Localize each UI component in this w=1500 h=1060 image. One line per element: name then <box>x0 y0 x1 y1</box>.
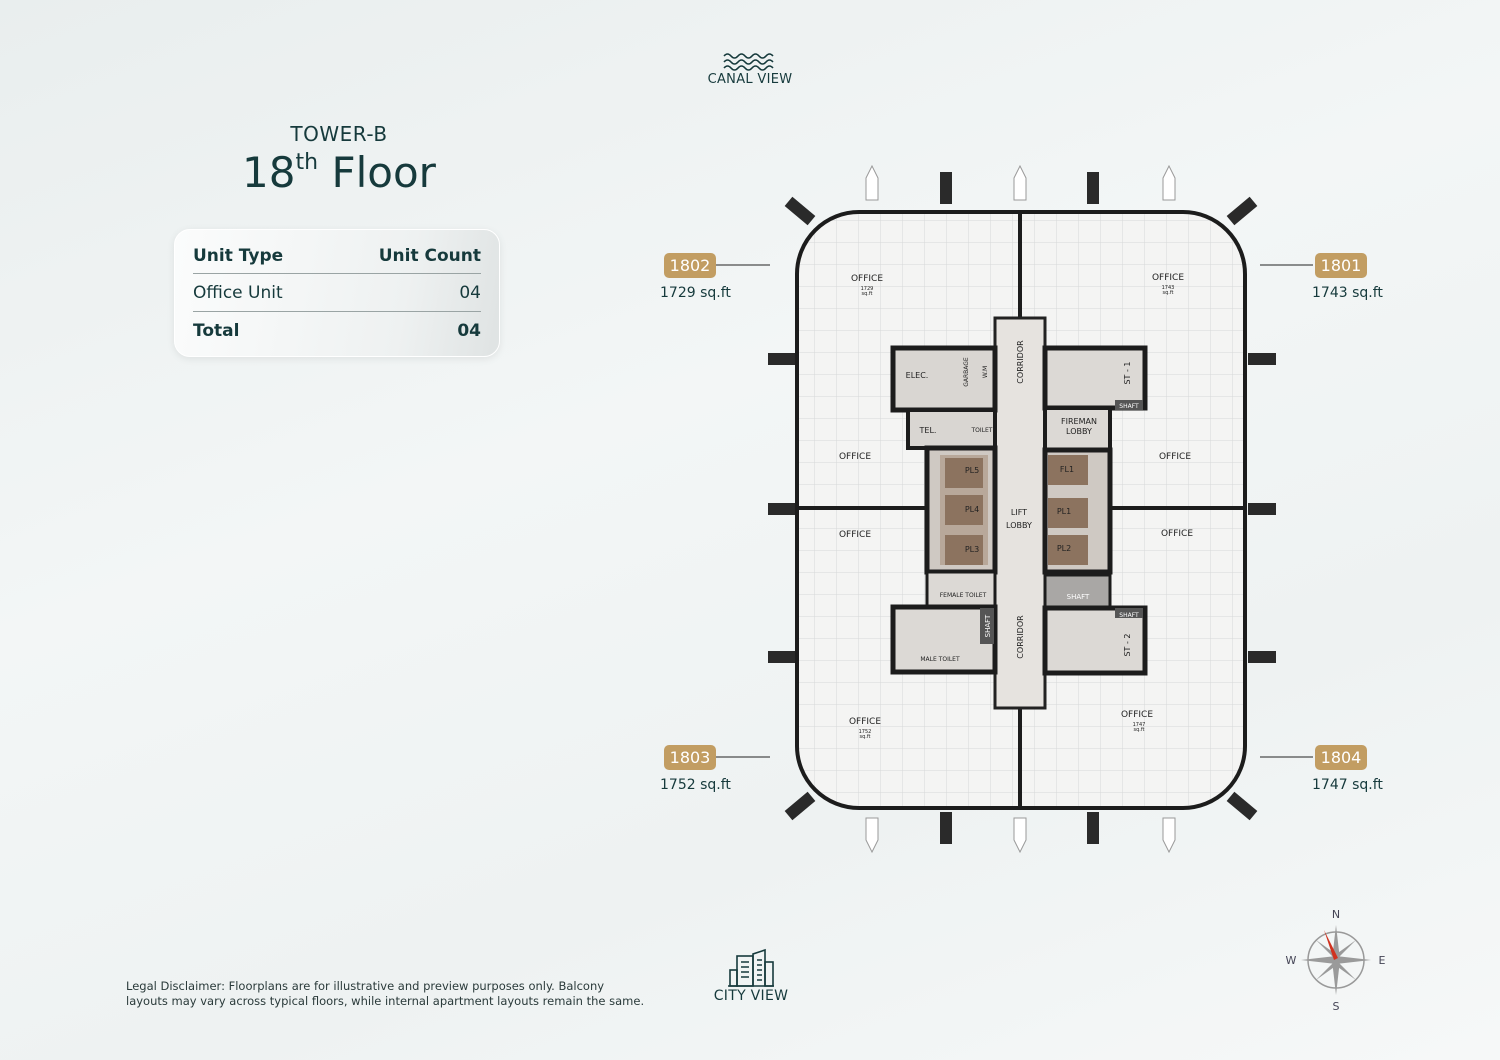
unit-area: 1747 sq.ft <box>1312 777 1383 793</box>
unit-area: 1752 sq.ft <box>660 777 731 793</box>
partition-walls <box>797 212 1245 808</box>
office-label: OFFICE <box>849 717 881 727</box>
svg-text:sq.ft: sq.ft <box>1133 727 1144 733</box>
room-shaft: SHAFT <box>984 614 992 637</box>
svg-text:sq.ft: sq.ft <box>859 734 870 740</box>
unit-area: 1729 sq.ft <box>660 285 731 301</box>
room-stair-1: ST - 1 <box>1123 361 1132 384</box>
compass-n: N <box>1332 908 1340 921</box>
buildings-icon <box>728 948 774 987</box>
tower-name: TOWER-B <box>290 122 388 146</box>
svg-text:LOBBY: LOBBY <box>1066 427 1092 436</box>
room-toilet: TOILET <box>971 427 993 434</box>
table-row: Office Unit 04 <box>193 274 481 312</box>
lift-pl3: PL3 <box>965 545 979 554</box>
city-view-label: CITY VIEW <box>713 988 789 1004</box>
lift-pl1: PL1 <box>1057 507 1071 516</box>
unit-badge: 1801 <box>1315 253 1367 278</box>
room-garbage: GARBAGE <box>963 357 970 387</box>
svg-text:sq.ft: sq.ft <box>1162 290 1173 296</box>
office-label: OFFICE <box>1159 452 1191 462</box>
unit-type: Office Unit <box>193 282 283 303</box>
svg-text:1752: 1752 <box>859 729 872 735</box>
city-view-marker: CITY VIEW <box>700 948 802 1004</box>
svg-text:1729: 1729 <box>861 286 874 292</box>
room-corridor: CORRIDOR <box>1016 340 1025 384</box>
compass-rose-icon: N S E W <box>1286 908 1386 1013</box>
legal-disclaimer: Legal Disclaimer: Floorplans are for ill… <box>126 979 645 1008</box>
table-total-row: Total 04 <box>193 312 481 350</box>
room-shaft: SHAFT <box>1119 403 1139 410</box>
unit-1803[interactable]: 1803 <box>664 745 716 770</box>
room-female-toilet: FEMALE TOILET <box>940 592 987 599</box>
table-header: Unit Type Unit Count <box>193 246 481 274</box>
office-label: OFFICE <box>839 452 871 462</box>
room-tel: TEL. <box>919 426 937 435</box>
room-male-toilet: MALE TOILET <box>920 656 960 663</box>
unit-badge: 1802 <box>664 253 716 278</box>
header-unit-count: Unit Count <box>378 246 481 266</box>
floor-number: 18 <box>242 148 296 197</box>
unit-1801[interactable]: 1801 <box>1315 253 1367 278</box>
unit-badge: 1803 <box>664 745 716 770</box>
header-unit-type: Unit Type <box>193 246 284 266</box>
office-label: OFFICE <box>851 274 883 284</box>
lift-pl5: PL5 <box>965 466 979 475</box>
svg-text:sq.ft: sq.ft <box>861 291 872 297</box>
office-label: OFFICE <box>1152 273 1184 283</box>
unit-count: 04 <box>459 282 481 303</box>
office-label: OFFICE <box>839 530 871 540</box>
office-label: OFFICE <box>1161 529 1193 539</box>
svg-text:LOBBY: LOBBY <box>1006 521 1032 530</box>
floor-word: Floor <box>331 148 436 197</box>
floor-suffix: th <box>295 150 319 175</box>
unit-summary-table: Unit Type Unit Count Office Unit 04 Total 0… <box>174 229 500 357</box>
lift-pl4: PL4 <box>965 505 979 514</box>
lift-fl1: FL1 <box>1060 465 1074 474</box>
room-shaft: SHAFT <box>1119 612 1139 619</box>
unit-area: 1743 sq.ft <box>1312 285 1383 301</box>
unit-1802[interactable]: 1802 <box>664 253 716 278</box>
total-label: Total <box>193 321 240 341</box>
room-corridor: CORRIDOR <box>1016 615 1025 659</box>
canal-view-label: CANAL VIEW <box>707 72 793 87</box>
svg-text:1743: 1743 <box>1162 285 1175 291</box>
facade-pins <box>865 164 1176 854</box>
unit-1804[interactable]: 1804 <box>1315 745 1367 770</box>
facade-fins <box>768 172 1276 844</box>
total-count: 04 <box>457 321 481 341</box>
service-core <box>890 316 1148 710</box>
room-elec: ELEC. <box>906 371 929 380</box>
unit-badge: 1804 <box>1315 745 1367 770</box>
room-stair-2: ST - 2 <box>1123 633 1132 656</box>
room-shaft: SHAFT <box>1067 593 1090 601</box>
lift-lobby: LIFT <box>1011 508 1027 517</box>
floor-title: 18th Floor <box>0 148 678 197</box>
lift-pl2: PL2 <box>1057 544 1071 553</box>
room-wm: W.M <box>982 366 989 378</box>
room-fireman-lobby: FIREMAN <box>1061 417 1097 426</box>
canal-view-marker: CANAL VIEW <box>700 52 800 87</box>
office-label: OFFICE <box>1121 710 1153 720</box>
compass-s: S <box>1333 1000 1340 1013</box>
core-labels: ELEC. GARBAGE W.M CORRIDOR CORRIDOR ST -… <box>906 340 1139 663</box>
compass-w: W <box>1286 954 1297 967</box>
svg-text:1747: 1747 <box>1133 722 1146 728</box>
waves-icon <box>723 53 774 71</box>
compass-e: E <box>1379 954 1386 967</box>
